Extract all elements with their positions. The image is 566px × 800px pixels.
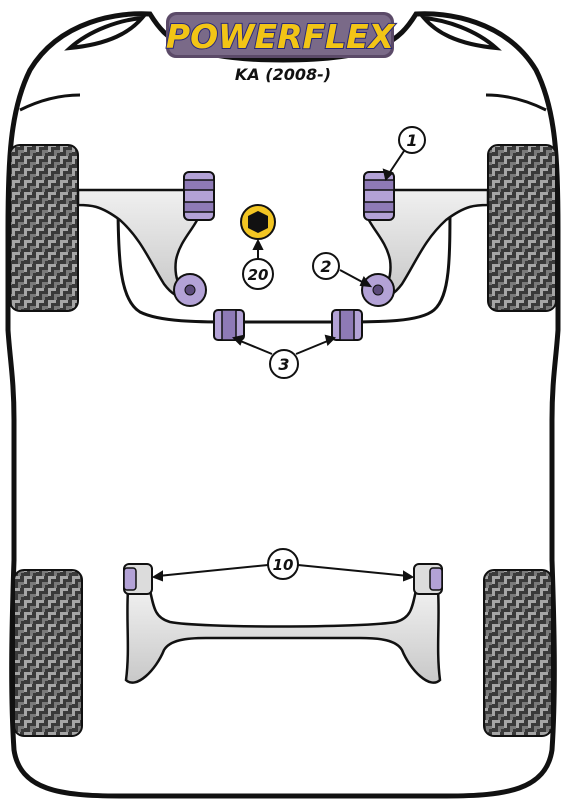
powerflex-logo: POWERFLEX: [165, 12, 397, 58]
callout-leaders: [151, 150, 415, 582]
callout-20: 20: [242, 258, 274, 290]
bush-front-right-wishbone-rear: [361, 273, 395, 307]
bush-rear-beam-left: [123, 563, 153, 595]
car-body-outline: [5, 11, 561, 799]
rear-right-tyre: [483, 569, 553, 737]
rear-twist-beam: [124, 588, 442, 684]
callout-3: 3: [269, 349, 299, 379]
callout-2-label: 2: [320, 257, 331, 276]
windshield-right: [419, 15, 502, 51]
bush-anti-roll-bar-right: [331, 309, 363, 341]
bush-front-left-wishbone-front: [183, 171, 215, 221]
callout-1-label: 1: [406, 131, 417, 150]
rear-left-tyre: [13, 569, 83, 737]
brand-name: POWERFLEX: [166, 17, 396, 56]
callout-20-label: 20: [248, 266, 269, 284]
body-line-right: [485, 93, 547, 112]
callout-3-label: 3: [278, 355, 289, 374]
front-left-tyre: [9, 144, 79, 312]
front-right-tyre: [487, 144, 557, 312]
body-line-left: [19, 93, 81, 112]
bush-front-right-wishbone-front: [363, 171, 395, 221]
callout-2: 2: [312, 252, 340, 280]
bush-anti-roll-bar-left: [213, 309, 245, 341]
page-title: KA (2008-): [235, 65, 331, 84]
engine-mount-insert: [240, 204, 276, 240]
bush-front-left-wishbone-rear: [173, 273, 207, 307]
callout-10: 10: [267, 548, 299, 580]
callout-1: 1: [398, 126, 426, 154]
callout-10-label: 10: [273, 556, 294, 574]
windshield-left: [64, 15, 147, 51]
bush-rear-beam-right: [413, 563, 443, 595]
